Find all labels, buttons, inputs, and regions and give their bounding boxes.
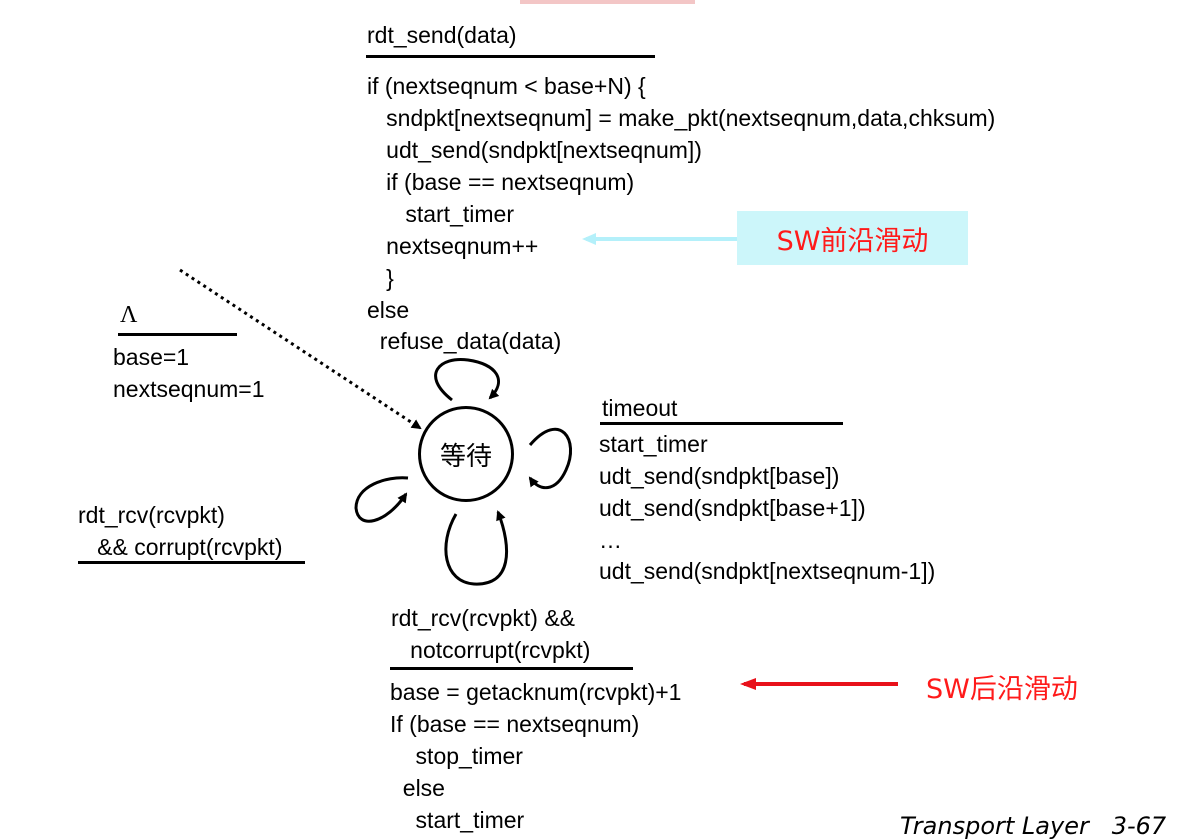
sw-back-label: SW后沿滑动 — [926, 674, 1078, 705]
corrupt-line: && corrupt(rcvpkt) — [78, 534, 283, 560]
send-self-loop — [434, 357, 501, 402]
ack-self-loop — [444, 510, 509, 586]
initial-arrow — [179, 268, 422, 430]
rdt-send-line: start_timer — [367, 201, 514, 227]
timeout-line: udt_send(sndpkt[base]) — [599, 463, 840, 489]
ack-trigger-line: rdt_rcv(rcvpkt) && — [391, 605, 576, 631]
ack-line: else — [390, 775, 445, 801]
timeout-divider — [600, 422, 843, 425]
ack-line: If (base == nextseqnum) — [390, 711, 640, 737]
sw-front-annotation-box: SW前沿滑动 — [737, 211, 968, 265]
lambda-trigger: Λ — [120, 302, 138, 328]
rdt-send-line: } — [367, 265, 394, 291]
rdt-send-line: nextseqnum++ — [367, 233, 539, 259]
init-divider — [118, 333, 237, 336]
timeout-line: start_timer — [599, 431, 708, 457]
timeout-line: udt_send(sndpkt[nextseqnum-1]) — [599, 558, 936, 584]
corrupt-self-loop — [354, 476, 409, 523]
wait-state: 等待 — [418, 406, 514, 502]
rdt-send-trigger: rdt_send(data) — [367, 22, 517, 48]
ack-line: base = getacknum(rcvpkt)+1 — [390, 679, 682, 705]
rdt-send-line: else — [367, 297, 410, 323]
corrupt-divider — [78, 561, 305, 564]
ack-line: stop_timer — [390, 743, 523, 769]
timeout-line: udt_send(sndpkt[base+1]) — [599, 495, 866, 521]
rdt-send-line: refuse_data(data) — [367, 328, 562, 354]
corrupt-line: rdt_rcv(rcvpkt) — [78, 502, 225, 528]
rdt-send-line: if (base == nextseqnum) — [367, 169, 635, 195]
sw-front-label: SW前沿滑动 — [776, 225, 929, 257]
ack-trigger-line: notcorrupt(rcvpkt) — [391, 637, 591, 663]
rdt-send-divider — [366, 55, 655, 58]
wait-state-label: 等待 — [439, 441, 492, 472]
timeout-trigger: timeout — [602, 395, 678, 421]
init-line: base=1 — [113, 344, 190, 370]
init-line: nextseqnum=1 — [113, 376, 265, 402]
sw-back-annotation: SW后沿滑动 — [926, 667, 1078, 706]
timeout-line: … — [599, 527, 622, 553]
top-accent-bar — [520, 0, 695, 4]
ack-divider — [390, 667, 633, 670]
rdt-send-line: udt_send(sndpkt[nextseqnum]) — [367, 137, 702, 163]
rdt-send-line: sndpkt[nextseqnum] = make_pkt(nextseqnum… — [367, 105, 996, 131]
ack-line: start_timer — [390, 807, 525, 833]
rdt-send-line: if (nextseqnum < base+N) { — [367, 73, 646, 99]
timeout-self-loop — [528, 427, 572, 489]
